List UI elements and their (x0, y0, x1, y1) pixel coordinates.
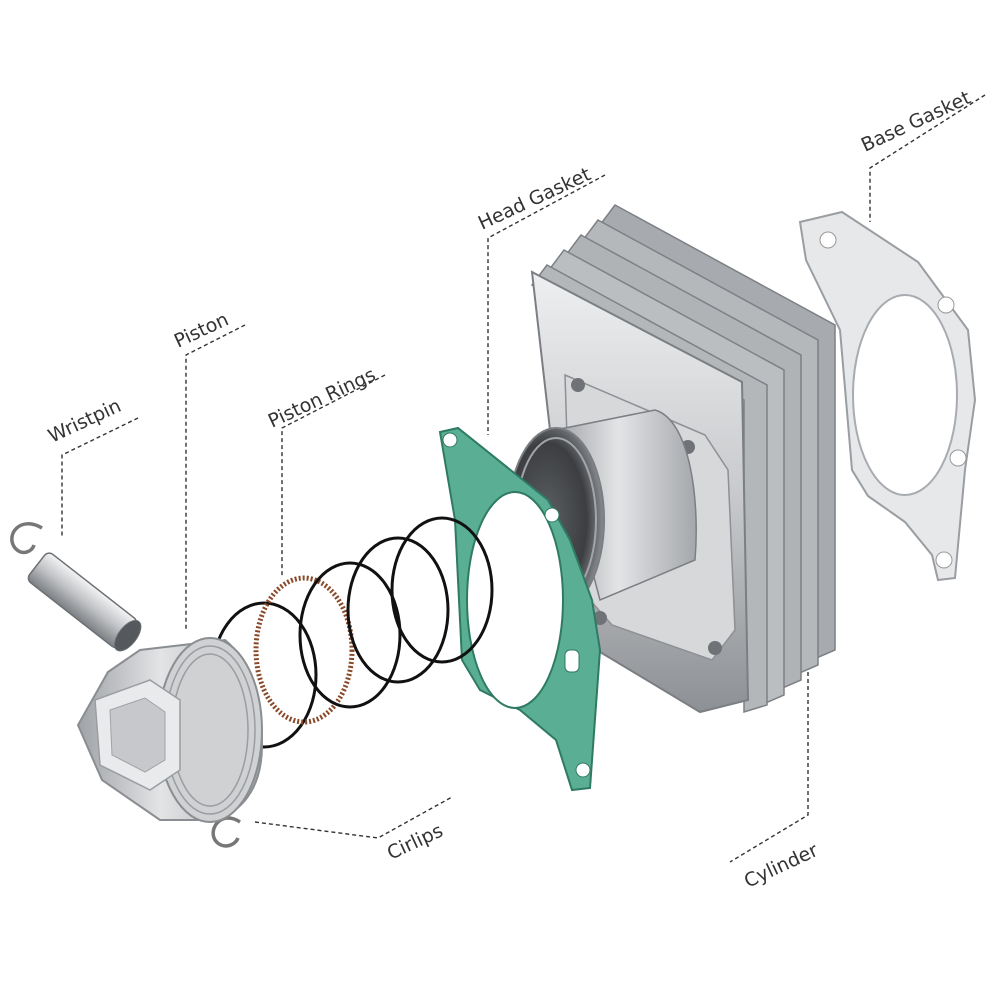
circlip-bottom (213, 818, 240, 846)
circlip-top (12, 524, 42, 553)
label-cylinder: Cylinder (741, 839, 822, 892)
label-head-gasket: Head Gasket (475, 163, 594, 234)
ring-2-oil (256, 578, 352, 722)
label-cirlips: Cirlips (384, 820, 447, 865)
wristpin (26, 551, 146, 656)
label-wristpin: Wristpin (45, 395, 125, 448)
piston (78, 638, 262, 822)
label-piston: Piston (171, 308, 232, 352)
label-piston-rings: Piston Rings (265, 364, 379, 433)
label-base-gasket: Base Gasket (858, 87, 974, 157)
leader-piston (186, 325, 245, 630)
